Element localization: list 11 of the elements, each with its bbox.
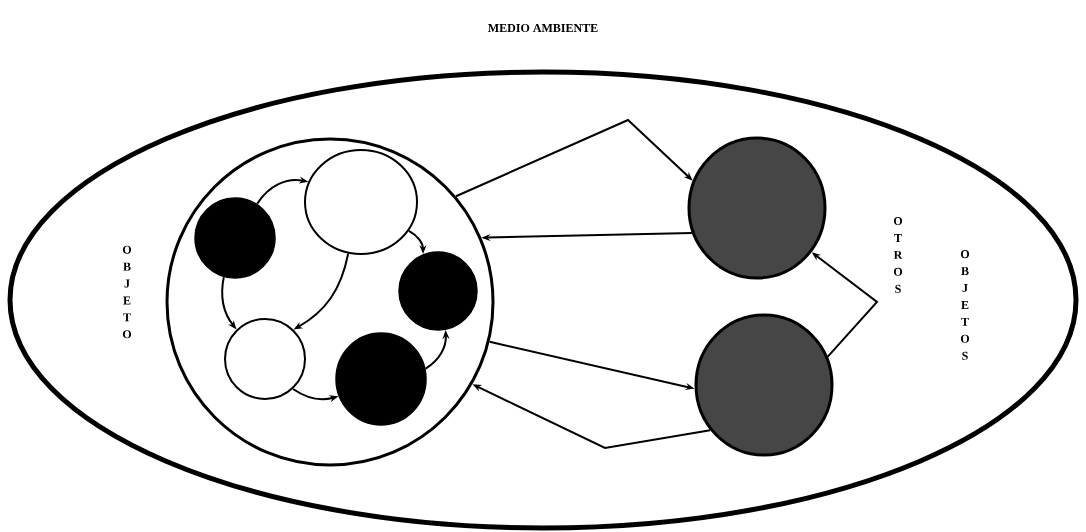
circle: [224, 318, 306, 400]
dotted-circle: [694, 313, 834, 457]
title: MEDIO AMBIENTE: [488, 23, 598, 32]
vertical-label: OTROS: [893, 217, 903, 293]
circle: [335, 332, 427, 426]
vertical-label: OBJETO: [122, 245, 132, 339]
vertical-label: OBJETOS: [960, 250, 970, 360]
circle: [194, 197, 276, 279]
circle: [398, 251, 478, 331]
dotted-circle: [687, 136, 827, 280]
circle: [304, 149, 418, 255]
